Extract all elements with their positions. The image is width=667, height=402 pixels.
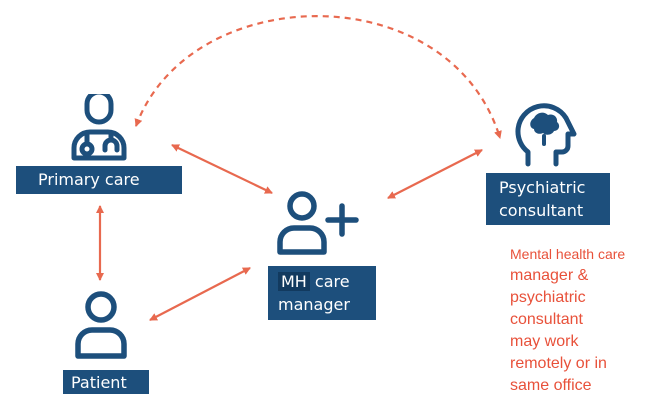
add-person-icon bbox=[277, 191, 359, 255]
mh-care-manager-line2: manager bbox=[278, 295, 350, 314]
arrow-primary-psychiatric-dashed bbox=[134, 15, 502, 139]
patient-label: Patient bbox=[63, 370, 149, 394]
note-line: manager & bbox=[510, 267, 589, 284]
patient-label-text: Patient bbox=[71, 373, 127, 392]
primary-care-label-text: Primary care bbox=[38, 170, 140, 189]
person-icon bbox=[75, 291, 127, 359]
mh-care-manager-line1: MH care bbox=[278, 270, 376, 293]
psychiatric-consultant-line1: Psychiatric bbox=[499, 178, 586, 197]
mh-abbreviation: MH bbox=[278, 272, 310, 291]
head-brain-icon bbox=[515, 103, 577, 167]
primary-care-label: Primary care bbox=[16, 166, 182, 194]
psychiatric-consultant-label: Psychiatric consultant bbox=[486, 173, 610, 225]
arrow-mh-psychiatric bbox=[387, 149, 483, 199]
remote-work-note: Mental health care manager & psychiatric… bbox=[510, 243, 660, 397]
doctor-icon bbox=[71, 94, 127, 161]
note-line: same office bbox=[510, 377, 592, 394]
mh-care-word: care bbox=[309, 272, 350, 291]
arrow-patient-mh bbox=[149, 267, 251, 321]
note-line: psychiatric bbox=[510, 289, 586, 306]
note-line: Mental health care bbox=[510, 246, 626, 262]
note-line: consultant bbox=[510, 311, 583, 328]
note-line: remotely or in bbox=[510, 355, 607, 372]
mh-care-manager-label: MH care manager bbox=[268, 266, 376, 320]
note-line: may work bbox=[510, 333, 579, 350]
psychiatric-consultant-line2: consultant bbox=[499, 201, 584, 220]
arrow-primary-mh bbox=[171, 144, 273, 194]
